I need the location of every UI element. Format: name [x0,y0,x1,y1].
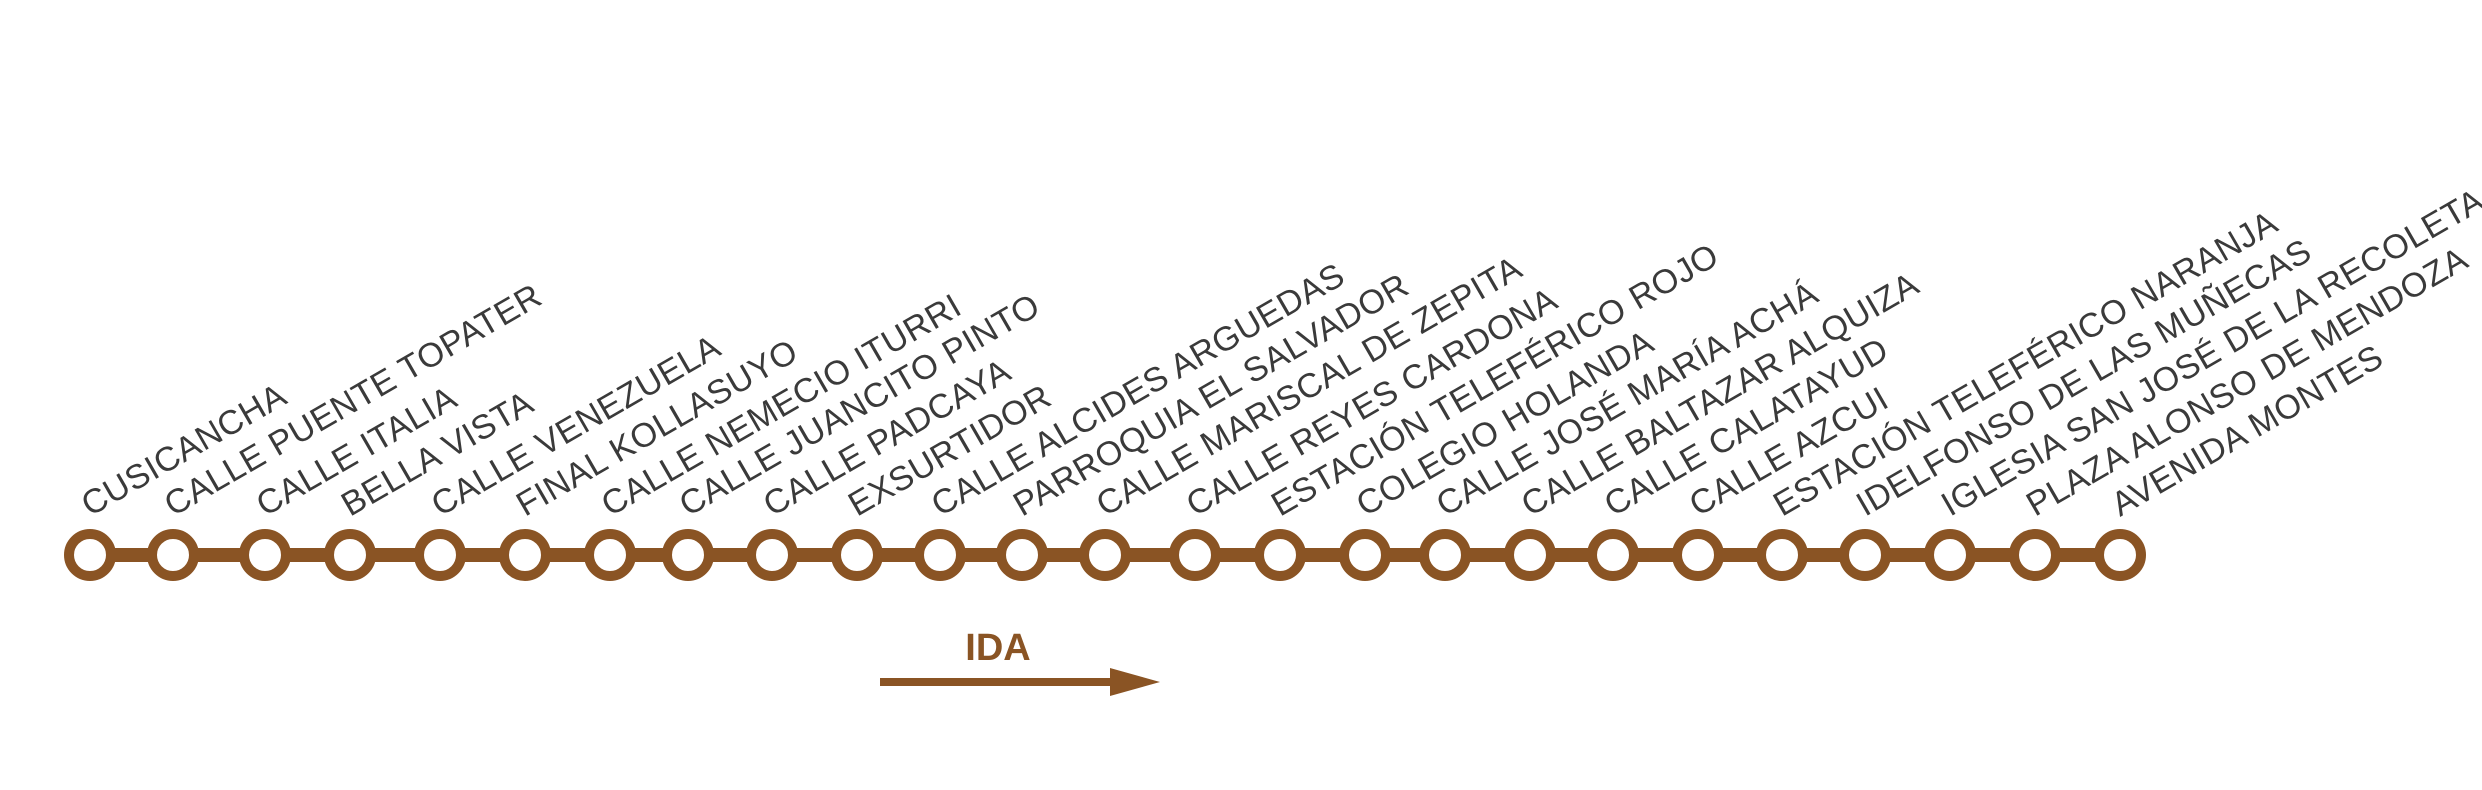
stop-marker [1756,529,1808,581]
stop-marker [914,529,966,581]
stop-marker [746,529,798,581]
stop-marker [1672,529,1724,581]
stop-marker [996,529,1048,581]
stop-marker [414,529,466,581]
stop-marker [2094,529,2146,581]
stop-marker [831,529,883,581]
stop-marker [584,529,636,581]
stop-marker [1504,529,1556,581]
stop-marker [1254,529,1306,581]
stop-marker [1419,529,1471,581]
stop-marker [1169,529,1221,581]
direction-arrow-icon [880,668,1160,696]
stop-marker [1839,529,1891,581]
stop-marker [1924,529,1976,581]
stop-marker [239,529,291,581]
stop-marker [2009,529,2061,581]
stop-marker [147,529,199,581]
stop-marker [1339,529,1391,581]
stop-marker [1079,529,1131,581]
stop-marker [324,529,376,581]
stop-marker [662,529,714,581]
stop-marker [64,529,116,581]
direction-label: IDA [965,627,1030,669]
stop-marker [1587,529,1639,581]
stop-marker [499,529,551,581]
